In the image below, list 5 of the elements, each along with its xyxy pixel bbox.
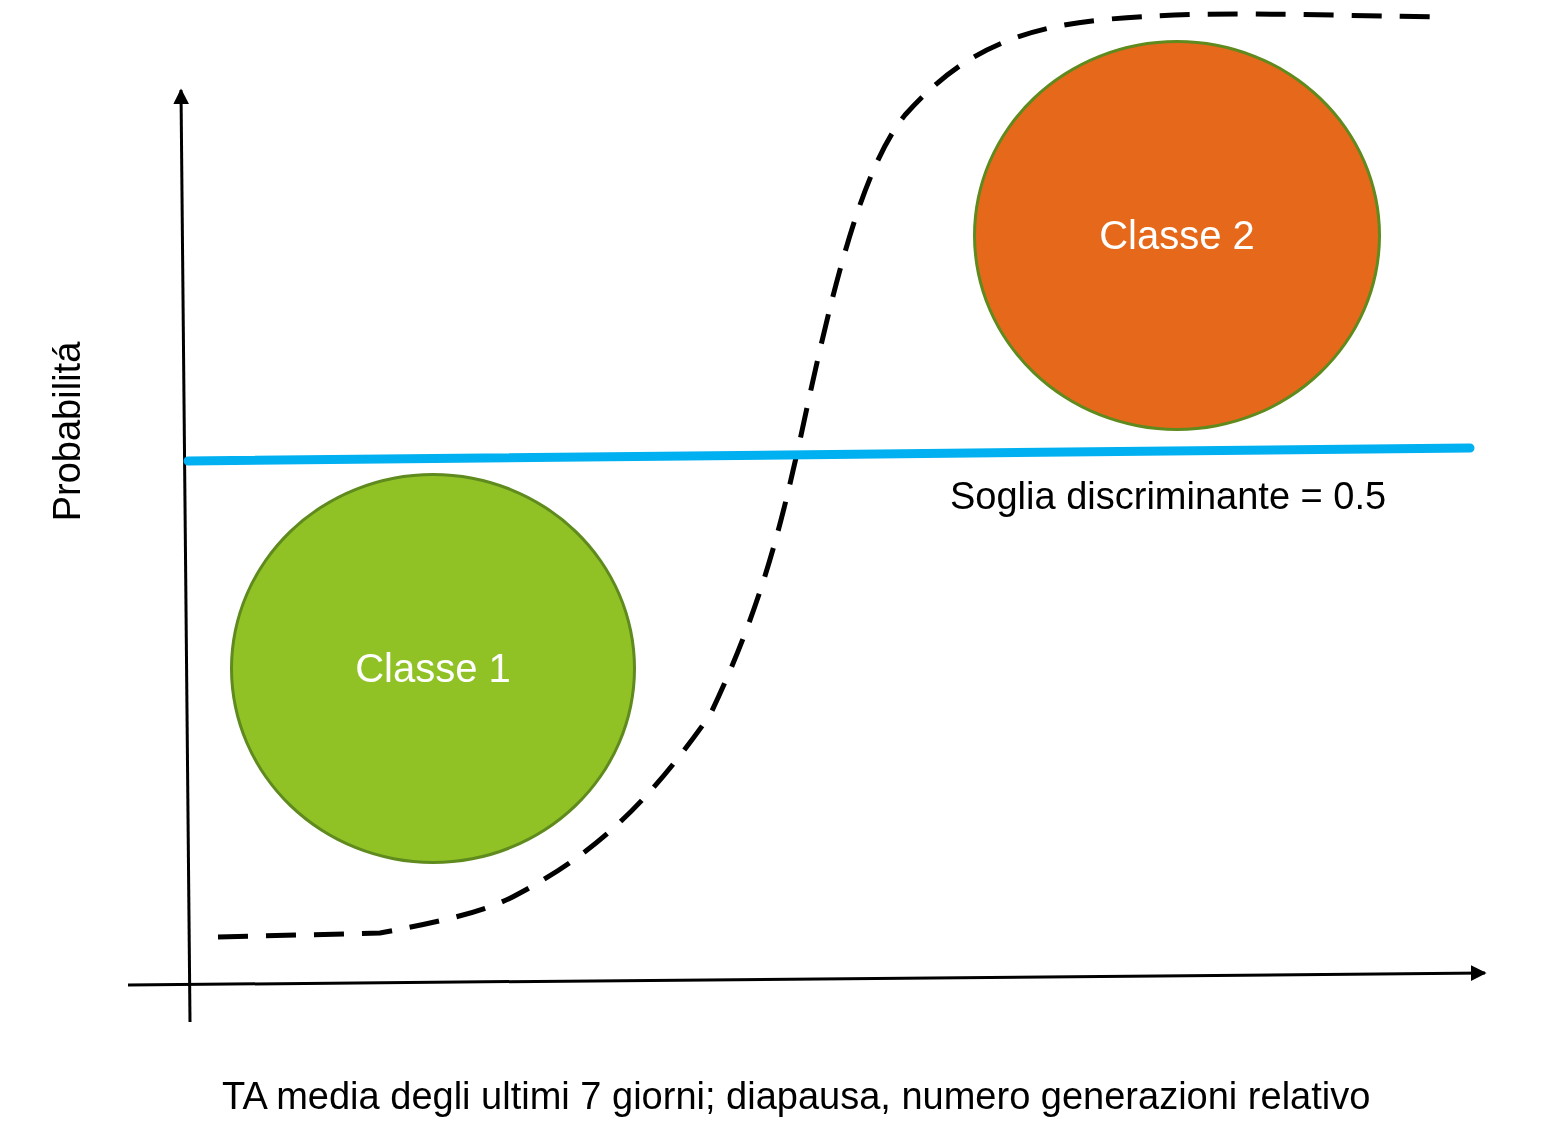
- class-label: Classe 2: [1099, 213, 1255, 258]
- y-axis-title: Probabilitá: [46, 341, 90, 522]
- x-axis-title: TA media degli ultimi 7 giorni; diapausa, numero generazioni relativo: [222, 1075, 1371, 1118]
- threshold-label: Soglia discriminante = 0.5: [950, 475, 1387, 518]
- class-label: Classe 1: [355, 646, 511, 691]
